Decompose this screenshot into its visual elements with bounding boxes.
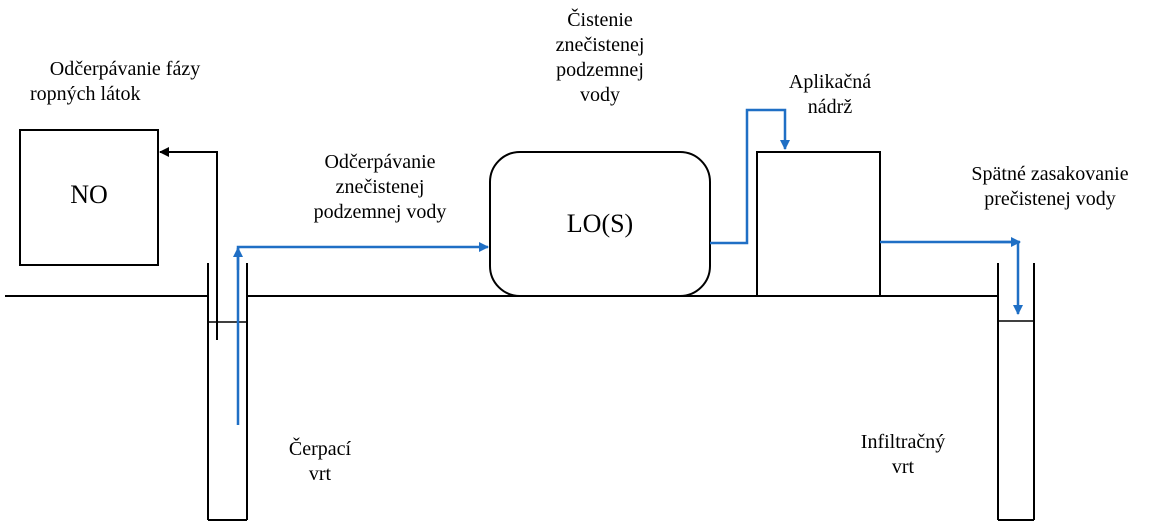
label-infiltration-well-line-1: Infiltračný [860, 431, 946, 453]
groundwater-pump-flow [236, 242, 489, 425]
label-treatment-line-1: Čistenie [567, 9, 633, 31]
label-groundwater-line-3: podzemnej vody [313, 201, 447, 223]
no-box-label: NO [70, 180, 108, 209]
los-treatment-unit [489, 151, 711, 297]
label-treatment-line-2: znečistenej [555, 34, 645, 56]
label-application-tank-line-1: Aplikačná [788, 71, 872, 93]
label-treatment-line-3: podzemnej [556, 59, 644, 81]
label-treatment-line-4: vody [580, 84, 620, 106]
label-infiltration-well: Infiltračný vrt [848, 430, 958, 480]
label-reinjection-line-1: Spätné zasakovanie [971, 163, 1129, 185]
application-tank [756, 151, 881, 297]
los-box-label: LO(S) [566, 209, 634, 238]
label-pumping-well-line-2: vrt [308, 463, 332, 485]
no-box [19, 129, 159, 266]
label-oil-phase-line-2: ropných látok [30, 83, 141, 105]
flow-to-tank [710, 108, 790, 245]
label-groundwater-line-2: znečistenej [335, 176, 425, 198]
label-oil-phase-line-1: Odčerpávanie fázy [49, 58, 201, 80]
label-infiltration-well-line-2: vrt [891, 456, 915, 478]
oil-phase-pipe [159, 147, 218, 340]
label-application-tank: Aplikačná nádrž [775, 70, 885, 120]
label-reinjection: Spätné zasakovanie prečistenej vody [955, 162, 1145, 212]
label-groundwater-pumping: Odčerpávanie znečistenej podzemnej vody [290, 150, 470, 225]
label-oil-phase-pumping: Odčerpávanie fázy ropných látok [20, 57, 230, 107]
label-pumping-well: Čerpací vrt [275, 437, 365, 487]
label-application-tank-line-2: nádrž [807, 96, 853, 118]
label-reinjection-line-2: prečistenej vody [984, 188, 1116, 210]
label-treatment: Čistenie znečistenej podzemnej vody [540, 8, 660, 108]
label-groundwater-line-1: Odčerpávanie [324, 151, 436, 173]
label-pumping-well-line-1: Čerpací [288, 438, 352, 460]
